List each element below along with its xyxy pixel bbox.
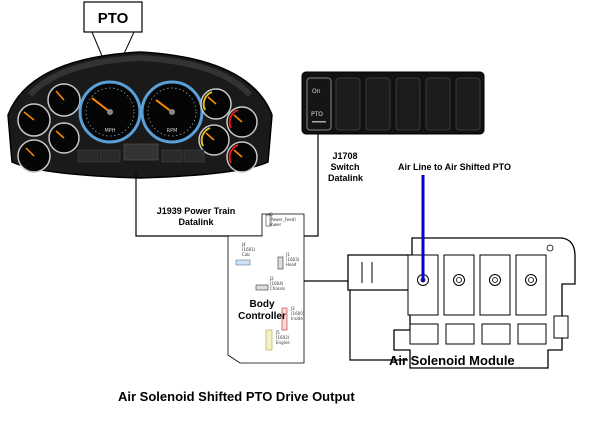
j1708-label-line2: Switch [330, 162, 360, 172]
j2-connector-label: J2 (1604) Chassis [270, 276, 286, 291]
blank-switch[interactable] [425, 77, 451, 131]
j3-connector-label: J3 (1600) Inside [291, 306, 305, 321]
display-screen [123, 143, 159, 161]
module-end-cap [553, 315, 569, 339]
air-solenoid-module [347, 237, 576, 369]
j1-connector-label: J1 (1603) Hood [286, 252, 300, 267]
indicator-block [183, 149, 205, 163]
speedometer-gauge: MPH [78, 80, 142, 144]
j6-connector-label: J6 (Power_Feed) Power [269, 212, 296, 227]
body-controller [227, 213, 305, 364]
solenoid-valve-2 [443, 254, 475, 345]
gauge-left-low [17, 139, 51, 173]
switch-on-label: On [312, 88, 321, 95]
j4-connector [235, 259, 251, 266]
pto-label: PTO [98, 10, 129, 27]
switch-pto-label: PTO [311, 111, 323, 118]
body-controller-label-line2: Controller [238, 311, 286, 322]
gauge-right-mid [198, 124, 230, 156]
blank-switch[interactable] [335, 77, 361, 131]
j1939-label-line2: Datalink [178, 217, 214, 227]
gauge-right-upper [226, 106, 258, 138]
indicator-block [77, 149, 99, 163]
indicator-block [161, 149, 183, 163]
tachometer-gauge: RPM [140, 80, 204, 144]
j4-connector-label: J4 (1601) Cab [242, 242, 256, 257]
j1-connector [277, 256, 284, 270]
blank-switch[interactable] [365, 77, 391, 131]
j1939-wire [135, 174, 270, 237]
solenoid-valve-3 [479, 254, 511, 345]
j2-connector [255, 284, 269, 291]
j3-connector [281, 307, 288, 331]
pto-switch[interactable]: On PTO [306, 77, 332, 131]
gauge-left-mid [47, 83, 81, 117]
module-label: Air Solenoid Module [389, 353, 515, 368]
indicator-block [99, 149, 121, 163]
solenoid-valve-4 [515, 254, 547, 345]
gauge-left-top [17, 103, 51, 137]
instrument-cluster: MPH RPM [7, 51, 273, 179]
j5-connector [265, 329, 273, 351]
module-wire [296, 280, 408, 361]
j6-connector [265, 214, 272, 227]
tachometer-unit: RPM [167, 128, 178, 134]
gauge-left-low2 [48, 122, 80, 154]
j1708-label-line3: Datalink [328, 173, 364, 183]
j1708-label-line1: J1708 [332, 151, 358, 161]
blank-switch[interactable] [455, 77, 481, 131]
gauge-right-low [226, 141, 258, 173]
body-controller-label-line1: Body [249, 299, 275, 310]
air-line-label: Air Line to Air Shifted PTO [398, 162, 512, 172]
speedometer-unit: MPH [104, 128, 115, 134]
diagram-caption: Air Solenoid Shifted PTO Drive Output [118, 389, 355, 404]
wires [135, 134, 408, 361]
blank-switch[interactable] [395, 77, 421, 131]
mount-hole [546, 244, 554, 252]
j1708-wire [300, 134, 319, 237]
switch-panel: On PTO [301, 71, 485, 135]
j1939-label-line1: J1939 Power Train [156, 206, 236, 216]
gauge-right-top [200, 88, 232, 120]
j5-connector-label: J5 (1602) Engine [276, 330, 290, 345]
